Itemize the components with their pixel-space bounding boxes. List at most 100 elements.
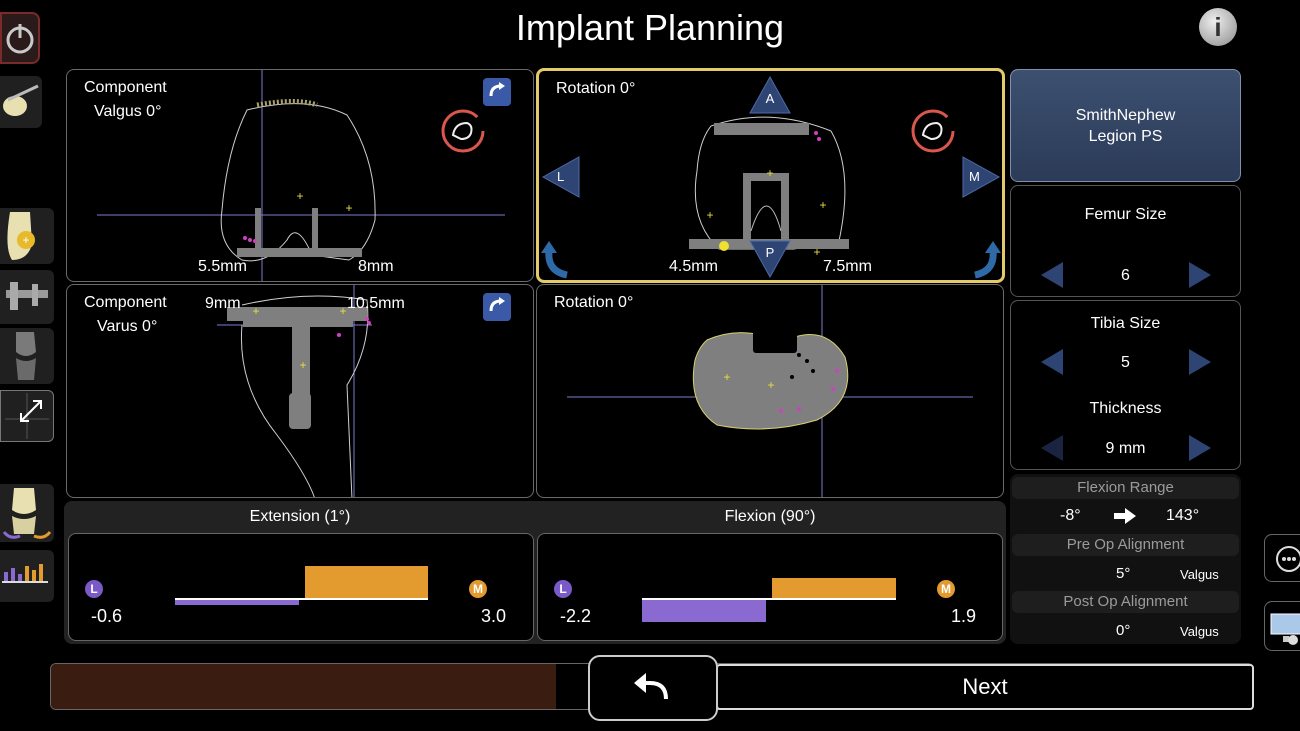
tibia-size-panel: Tibia Size 5 Thickness 9 mm [1010, 300, 1241, 470]
tibia-coronal-meas-left: 9mm [205, 295, 241, 312]
postop-label: Post Op Alignment [1012, 591, 1239, 613]
anterior-button[interactable]: A [748, 75, 792, 115]
preop-value: 5° [1116, 565, 1131, 582]
extension-medial-bar [305, 566, 428, 599]
rotate-cube-icon [489, 297, 505, 312]
implant-select-button[interactable]: SmithNephew Legion PS [1010, 69, 1241, 182]
lateral-button[interactable]: L [541, 155, 581, 199]
view-tibia-axial[interactable]: + + Rotation 0° [536, 284, 1004, 498]
tool-knee-model[interactable] [0, 328, 54, 384]
posterior-letter: P [765, 245, 775, 260]
thickness-increase-button[interactable] [1189, 435, 1211, 461]
expand-icon [5, 393, 49, 439]
flexion-baseline [642, 598, 896, 600]
caliper-icon [6, 282, 48, 310]
flexion-balance-panel: L -2.2 M 1.9 [537, 533, 1003, 641]
triangle-right-icon [962, 156, 1001, 198]
posterior-button[interactable]: P [748, 239, 792, 279]
tibia-size-value: 5 [1121, 354, 1130, 371]
flexion-lateral-badge: L [554, 580, 572, 598]
flexion-title: Flexion (90°) [724, 508, 816, 525]
tibia-coronal-label-1: Component [84, 294, 167, 311]
bone-icon [3, 84, 39, 116]
femur-size-label: Femur Size [1084, 206, 1167, 223]
extension-lateral-badge: L [85, 580, 103, 598]
flexion-left-value: -2.2 [560, 606, 592, 626]
anterior-letter: A [765, 91, 775, 106]
tibia-axial-image: + + [567, 285, 973, 497]
tibia-size-increase-button[interactable] [1189, 349, 1211, 375]
svg-text:+: + [767, 378, 774, 392]
svg-text:+: + [766, 166, 773, 180]
triangle-down-icon [749, 240, 791, 279]
femur-size-decrease-button[interactable] [1041, 262, 1063, 288]
svg-text:+: + [706, 208, 713, 222]
extension-right-value: 3.0 [481, 606, 507, 626]
extension-balance-panel: L -0.6 M 3.0 [68, 533, 534, 641]
power-icon [6, 24, 34, 54]
screen-capture-button[interactable] [1264, 601, 1300, 651]
cube-view-button[interactable] [483, 78, 511, 106]
view-femur-coronal[interactable]: + + Component Valgus 0° 5.5mm 8mm [66, 69, 534, 282]
triangle-left-icon [541, 156, 580, 198]
postop-value: 0° [1116, 622, 1131, 639]
svg-text:+: + [296, 189, 303, 203]
power-button[interactable] [0, 12, 40, 64]
tool-caliper[interactable] [0, 270, 54, 324]
femur-coronal-image: + + [97, 70, 505, 281]
tool-knee-cut[interactable] [0, 76, 42, 128]
flexion-max: 143° [1166, 507, 1200, 524]
femur-axial-alert-icon[interactable] [909, 107, 957, 155]
preop-unit: Valgus [1180, 567, 1219, 582]
flexion-min: -8° [1060, 507, 1081, 524]
svg-text:+: + [339, 304, 346, 318]
next-button-label: Next [962, 674, 1008, 699]
flexion-lateral-bar [642, 598, 766, 622]
extension-title: Extension (1°) [249, 508, 351, 525]
thickness-value: 9 mm [1105, 440, 1146, 457]
svg-text:+: + [723, 370, 730, 384]
tibia-size-label: Tibia Size [1090, 315, 1161, 332]
thickness-decrease-button[interactable] [1041, 435, 1063, 461]
rotate-cw-button[interactable] [967, 239, 1001, 279]
tibia-coronal-label-2: Varus 0° [97, 318, 158, 335]
flexion-range-label: Flexion Range [1012, 477, 1239, 499]
femur-coronal-label-1: Component [84, 79, 167, 96]
femur-size-increase-button[interactable] [1189, 262, 1211, 288]
knee-balance-icon [2, 488, 52, 539]
extension-medial-badge: M [469, 580, 487, 598]
preop-label: Pre Op Alignment [1012, 534, 1239, 556]
flexion-medial-badge: M [937, 580, 955, 598]
more-options-button[interactable] [1264, 534, 1300, 582]
back-button[interactable] [588, 655, 718, 721]
triangle-up-icon [749, 75, 791, 114]
extension-left-value: -0.6 [91, 606, 123, 626]
info-button[interactable]: i [1199, 8, 1237, 46]
tibia-coronal-image: + + + [217, 285, 372, 497]
femur-axial-label: Rotation 0° [556, 80, 636, 97]
tibia-coronal-meas-right: 10.5mm [347, 295, 405, 312]
femur-alert-icon[interactable] [439, 107, 487, 155]
progress-fill [51, 664, 556, 709]
medial-button[interactable]: M [961, 155, 1001, 199]
next-button[interactable]: Next [716, 664, 1254, 710]
info-icon: i [1214, 12, 1222, 42]
femur-axial-meas-right: 7.5mm [823, 258, 872, 275]
tool-chart[interactable] [0, 550, 54, 602]
svg-text:+: + [299, 358, 306, 372]
view-tibia-coronal[interactable]: + + + Component Varus 0° 9mm 10.5mm [66, 284, 534, 498]
view-femur-axial[interactable]: + + + + Rotation 0° 4.5mm 7.5mm A P L M [536, 68, 1005, 283]
tibia-cube-view-button[interactable] [483, 293, 511, 321]
knee-icon [16, 332, 36, 380]
medial-letter: M [969, 169, 980, 184]
monitor-icon [1270, 613, 1300, 645]
thickness-label: Thickness [1089, 400, 1162, 417]
lateral-letter: L [557, 169, 565, 184]
rotate-ccw-button[interactable] [541, 239, 575, 279]
femur-size-value: 6 [1121, 267, 1130, 284]
tool-femur-view[interactable]: + [0, 208, 54, 264]
tool-fullscreen[interactable] [0, 390, 54, 442]
tibia-size-decrease-button[interactable] [1041, 349, 1063, 375]
tool-balance[interactable] [0, 484, 54, 542]
svg-text:+: + [345, 201, 352, 215]
